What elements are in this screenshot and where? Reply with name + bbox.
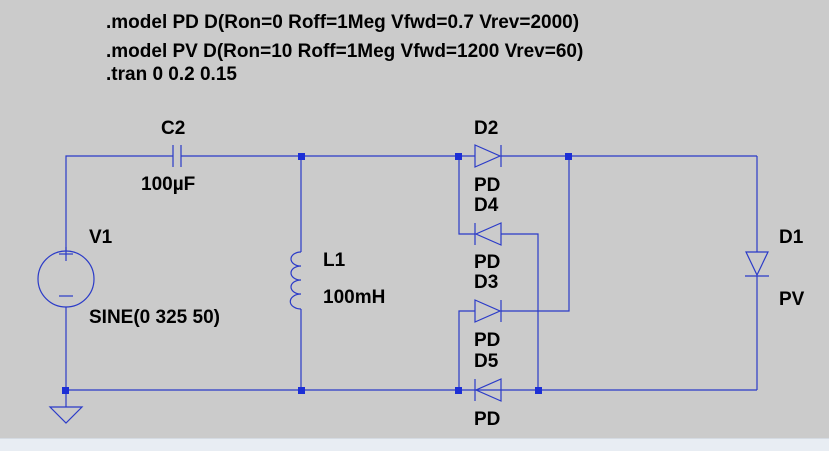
d3-value-label: PD xyxy=(474,330,500,351)
d4-name-label: D4 xyxy=(474,195,499,216)
d5-name-label: D5 xyxy=(474,351,499,372)
wire-top-left[interactable] xyxy=(65,155,173,251)
directive-model-pd[interactable]: .model PD D(Ron=0 Roff=1Meg Vfwd=0.7 Vre… xyxy=(106,12,579,33)
voltage-source-v1[interactable] xyxy=(37,247,95,308)
wire-d3-right[interactable] xyxy=(501,156,570,312)
wires[interactable] xyxy=(65,155,758,407)
d4-value-label: PD xyxy=(474,252,500,273)
junction-dot xyxy=(62,387,69,394)
d5-value-label: PD xyxy=(474,409,500,430)
junction-dot xyxy=(298,387,305,394)
junction-dot xyxy=(455,387,462,394)
d1-name-label: D1 xyxy=(779,227,804,248)
wire-d3-left[interactable] xyxy=(458,310,475,390)
junction-dot xyxy=(455,153,462,160)
l1-name-label: L1 xyxy=(323,250,346,271)
directive-tran[interactable]: .tran 0 0.2 0.15 xyxy=(106,64,237,85)
diode-d4[interactable] xyxy=(474,222,502,246)
c2-name-label: C2 xyxy=(161,118,185,139)
d1-value-label: PV xyxy=(779,289,805,310)
d2-name-label: D2 xyxy=(474,118,498,139)
diode-d2[interactable] xyxy=(474,144,502,168)
d3-name-label: D3 xyxy=(474,272,498,293)
l1-value-label: 100mH xyxy=(323,287,385,308)
diode-d1[interactable] xyxy=(745,251,769,277)
junctions xyxy=(62,153,572,394)
diode-d5[interactable] xyxy=(474,378,502,402)
junction-dot xyxy=(565,153,572,160)
diode-d3[interactable] xyxy=(474,299,502,323)
v1-value-label: SINE(0 325 50) xyxy=(89,307,220,328)
directive-model-pv[interactable]: .model PV D(Ron=10 Roff=1Meg Vfwd=1200 V… xyxy=(106,41,583,62)
v1-name-label: V1 xyxy=(89,227,113,248)
status-bar xyxy=(0,438,829,451)
ground-symbol[interactable] xyxy=(48,406,84,424)
c2-value-label: 100µF xyxy=(141,174,195,195)
junction-dot xyxy=(298,153,305,160)
wire-d4-right[interactable] xyxy=(501,233,539,390)
junction-dot xyxy=(535,387,542,394)
inductor-l1[interactable] xyxy=(289,251,302,310)
wire-d4-left[interactable] xyxy=(458,156,475,235)
capacitor-c2[interactable] xyxy=(172,145,182,167)
d2-value-label: PD xyxy=(474,175,500,196)
